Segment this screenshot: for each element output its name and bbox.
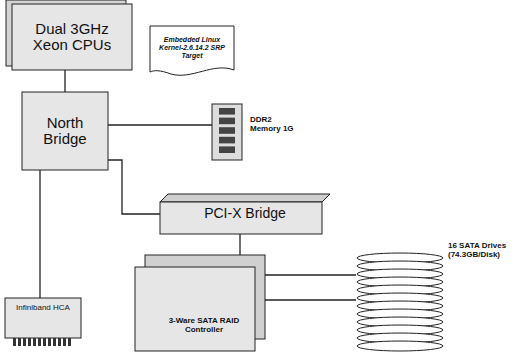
sata-drives: 16 SATA Drives (74.3GB/Disk) [356,240,524,354]
pci-x-bridge-box: PCI-X Bridge [160,194,330,234]
node-label: DDR2 Memory 1G [250,116,300,134]
bus-line [39,170,40,298]
bus-line [108,124,212,125]
sata-cable [265,299,356,300]
shape-outline [135,255,265,353]
node-label: Dual 3GHz Xeon CPUs [12,17,132,58]
hca-card: Infiniband HCA [5,298,81,348]
bus-line [239,234,240,255]
bus-line [108,160,160,214]
cpu-box: Dual 3GHz Xeon CPUs [12,4,132,70]
memory-module: DDR2 Memory 1G [210,102,302,162]
north-bridge-box: North Bridge [22,92,108,170]
node-label: PCI-X Bridge [198,202,292,225]
node-label: Infiniband HCA [9,298,77,313]
software-note: Embedded Linux Kernel-2.6.14.2 SRP Targe… [150,26,234,78]
node-label: 3-Ware SATA RAID Controller [149,317,259,335]
node-label: 16 SATA Drives (74.3GB/Disk) [448,242,524,260]
bus-line [265,274,356,275]
node-label: North Bridge [22,111,108,152]
bus-line [64,70,65,92]
raid-controller: 3-Ware SATA RAID Controller [135,255,265,353]
node-label: Embedded Linux Kernel-2.6.14.2 SRP Targe… [150,34,234,69]
